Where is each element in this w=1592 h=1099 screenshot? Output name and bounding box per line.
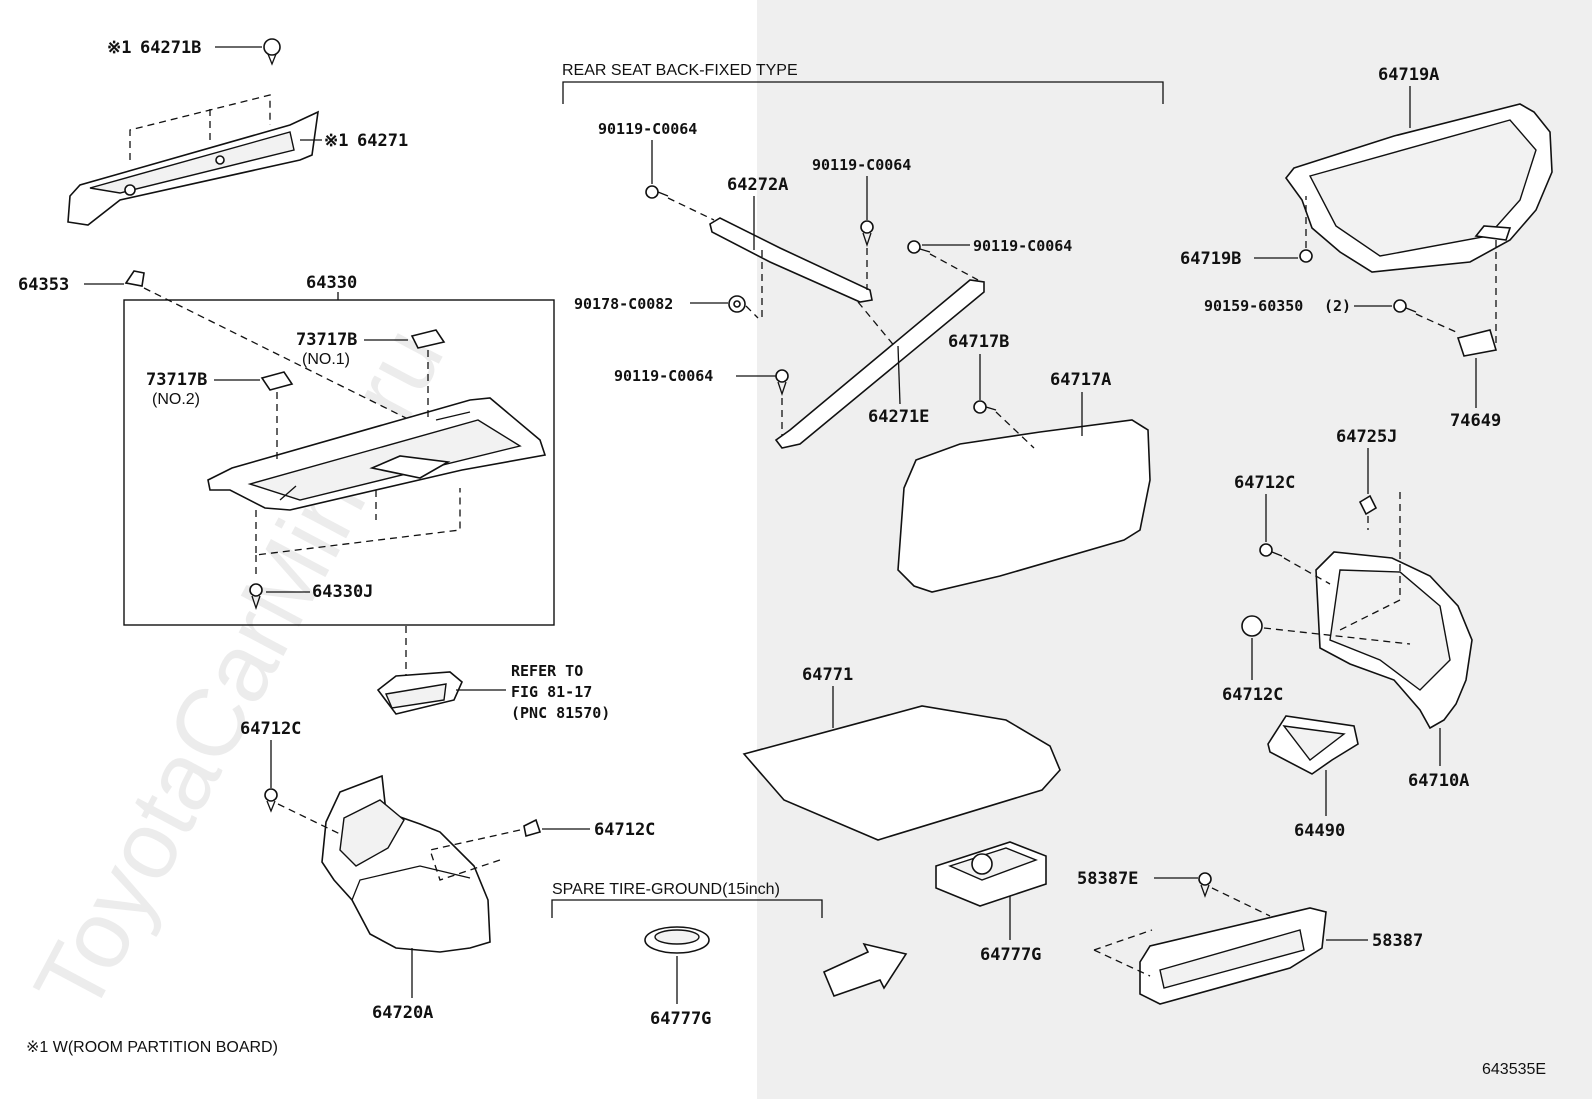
label-73717B-no2: 73717B [146,370,207,390]
part-64710A-deck-side-trim-rh [1315,551,1473,730]
label-58387: 58387 [1372,931,1423,951]
label-64777G-a: 64777G [650,1009,711,1029]
part-64725J-clip [1358,494,1378,516]
part-64777G-spacer-a [644,926,710,954]
part-90178-nut [728,295,746,313]
part-90119-bolt-2 [860,220,874,248]
part-refer-81570-lamp [376,671,463,715]
part-64330J-clip [249,583,263,611]
label-64272A: 64272A [727,175,788,195]
label-64710A: 64710A [1408,771,1469,791]
part-64271E-brace [774,279,985,449]
label-73717B-no1: 73717B [296,330,357,350]
part-64712C-clip-a [264,788,278,813]
part-64720A-deck-side-trim-lh [321,774,491,953]
label-64271: 64271 [357,131,408,151]
label-refer-pnc: (PNC 81570) [511,704,610,722]
label-64719B: 64719B [1180,249,1241,269]
part-58387E-clip [1198,872,1212,898]
part-64719A-luggage-door-trim [1284,103,1553,273]
label-90119-2: 90119-C0064 [812,156,911,174]
label-64712C-b: 64712C [594,820,655,840]
label-90119-1: 90119-C0064 [598,120,697,138]
label-mark-1: ※1 [107,38,131,58]
front-arrow-icon [822,942,908,998]
label-64717B: 64717B [948,332,1009,352]
label-64330: 64330 [306,273,357,293]
label-64490: 64490 [1294,821,1345,841]
part-64272A-brace [709,217,873,303]
part-64717A-board [897,419,1151,593]
label-90159: 90159-60350 [1204,297,1303,315]
spare-tire-bracket [551,899,823,918]
label-64720A: 64720A [372,1003,433,1023]
label-90159-qty: (2) [1324,297,1351,315]
rear-seat-bracket [562,81,1164,104]
part-73717B-no2 [260,371,294,391]
label-64777G-b: 64777G [980,945,1041,965]
label-64712C-c: 64712C [1234,473,1295,493]
part-90119-bolt-3 [907,240,931,254]
part-74649-handle [1456,329,1498,357]
label-mark-2: ※1 [324,131,348,151]
label-90119-4: 90119-C0064 [614,367,713,385]
label-90178: 90178-C0082 [574,295,673,313]
label-64271B: 64271B [140,38,201,58]
footnote: ※1 W(ROOM PARTITION BOARD) [26,1039,278,1056]
label-90119-3: 90119-C0064 [973,237,1072,255]
label-no2: (NO.2) [152,391,200,408]
label-64719A: 64719A [1378,65,1439,85]
label-64712C-d: 64712C [1222,685,1283,705]
label-64725J: 64725J [1336,427,1397,447]
part-64719B-clip [1299,249,1313,263]
part-64771-deck-board [742,705,1061,841]
part-64712C-clip-c [1259,543,1283,557]
label-refer-fig: FIG 81-17 [511,683,592,701]
label-64717A: 64717A [1050,370,1111,390]
label-64271E: 64271E [868,407,929,427]
spare-tire-title: SPARE TIRE-GROUND(15inch) [552,881,780,898]
label-no1: (NO.1) [302,351,350,368]
part-64717B-clip [973,400,997,414]
label-64353: 64353 [18,275,69,295]
part-64777G-spacer-b [935,841,1047,907]
part-90119-bolt-1 [645,185,669,199]
part-64353-clip [124,270,145,287]
label-74649: 74649 [1450,411,1501,431]
part-64330-package-tray [207,397,547,511]
part-58387-scuff-plate [1139,907,1327,1005]
label-64771: 64771 [802,665,853,685]
label-64330J: 64330J [312,582,373,602]
part-90159-screw [1393,299,1417,313]
part-64490-bracket [1267,715,1359,775]
rear-seat-title: REAR SEAT BACK-FIXED TYPE [562,62,798,79]
box-64330 [123,299,555,626]
label-58387E: 58387E [1077,869,1138,889]
label-64712C-a: 64712C [240,719,301,739]
label-refer-to: REFER TO [511,662,583,680]
part-73717B-no1 [410,329,446,349]
part-64712C-clip-b [523,818,542,838]
part-64712C-clip-d [1241,615,1263,637]
diagram-id: 643535E [1482,1061,1546,1078]
part-64271-partition-board [67,38,319,226]
